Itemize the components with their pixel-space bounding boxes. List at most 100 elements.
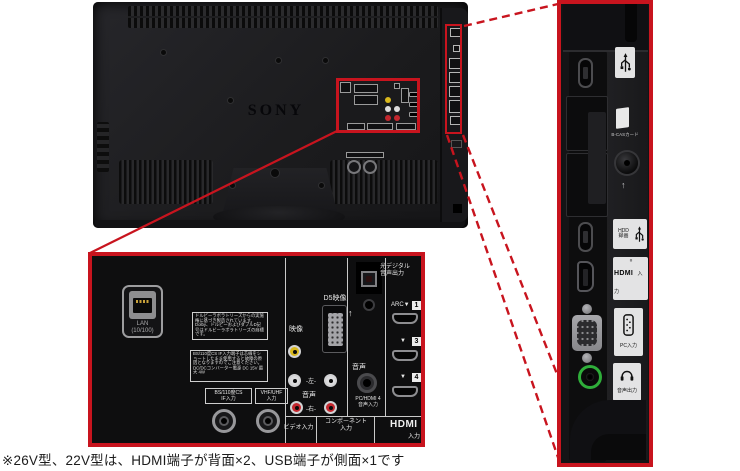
vga-icon <box>623 314 634 336</box>
antenna-jack-mini <box>347 160 361 174</box>
bottom-left-vents <box>119 160 213 204</box>
service-hole <box>365 301 373 309</box>
headphone-jack <box>581 368 599 386</box>
hdd-rec-label: HDD録画 <box>618 227 629 239</box>
left-channel-label: -左- <box>306 379 316 385</box>
audio-right-jack <box>324 401 337 414</box>
pc-hdmi4-audio-jack <box>357 373 377 393</box>
bs-cs-input-label: BS/110度CS IF入力 <box>205 388 252 404</box>
side-panel-detail: B-CASカード ↑ HDD録画 HDMI 入力 <box>557 0 653 467</box>
divider <box>316 416 317 443</box>
optical-out-label: 光デジタル 音声出力 <box>380 264 410 277</box>
lan-port-mini <box>340 82 351 93</box>
hdmi1-arc-label: ARC▼ <box>391 302 410 308</box>
composite-video-jack <box>288 345 301 358</box>
vhf-uhf-antenna-jack <box>256 409 280 433</box>
component-input-label: コンポーネント 入力 <box>324 419 367 432</box>
divider <box>285 416 421 417</box>
audio-right-jack-mini <box>394 115 400 121</box>
hdmi4-number: 4 <box>412 373 421 382</box>
brand-logo: SONY <box>247 102 305 119</box>
label-strip-mini <box>367 123 393 130</box>
dolby-notice: ドルビーラボラトリーズからの実施権に基づき製造されています。Dolby、ドルビー… <box>192 312 268 340</box>
up-arrow: ↑ <box>621 180 626 190</box>
vhf-uhf-input-label: VHF/UHF 入力 <box>255 388 288 404</box>
hdmi3-number: 3 <box>412 337 421 346</box>
video-jack-mini <box>385 97 391 103</box>
usb-port <box>578 58 593 88</box>
hdmi-input-label: 入力 <box>408 434 421 440</box>
hdmi3-port <box>392 350 418 361</box>
usb-label <box>615 47 635 78</box>
hdmi-input-label-box: HDMI 入力 <box>613 257 648 300</box>
hdmi-logo: HDMI <box>614 270 634 277</box>
hdmi-plug-icon <box>629 259 632 262</box>
bcas-label: B-CASカード <box>611 132 639 137</box>
side-label-mini <box>453 45 460 52</box>
bottom-bezel <box>95 220 465 228</box>
audio-left-jack <box>288 374 301 387</box>
top-bezel <box>563 4 648 52</box>
hdmi4-label: ▼ <box>400 374 406 380</box>
up-arrow: ↑ <box>348 308 353 318</box>
lan-label: LAN (10/100) <box>131 321 154 334</box>
side-callout-box <box>445 24 462 134</box>
vga-screw <box>582 353 592 363</box>
vesa-screw <box>323 58 328 63</box>
pc-vga-port <box>572 315 602 351</box>
label-strip-mini <box>347 123 365 130</box>
vesa-screw <box>161 50 166 55</box>
footnote-caption: ※26V型、22V型は、HDMI端子が背面×2、USB端子が側面×1です <box>2 453 405 468</box>
bcas-card-icon <box>616 107 629 129</box>
bottom-bezel-inner <box>591 434 646 460</box>
vesa-screw <box>276 58 281 63</box>
audio-left-jack <box>324 374 337 387</box>
divider <box>374 416 375 443</box>
d5-port-mini <box>401 88 409 103</box>
hdmi4-port <box>392 386 418 397</box>
audio-right-jack-mini <box>385 115 391 121</box>
side-label-mini <box>451 140 462 148</box>
audio-out-label-box: 音声出力 <box>613 363 641 401</box>
video-input-label: ビデオ入力 <box>283 425 314 431</box>
audio-label: 音声 <box>352 364 366 371</box>
hdmi1-port <box>392 313 418 324</box>
power-inlet-mini <box>453 204 462 213</box>
pc-input-label: PC入力 <box>620 343 637 350</box>
pc-input-label-box: PC入力 <box>614 308 643 356</box>
bcas-slot-ridge <box>588 112 606 204</box>
right-channel-label: -右- <box>306 407 316 413</box>
tv-back-view: SONY <box>93 2 468 228</box>
audio-left-jack-mini <box>394 106 400 112</box>
headphone-icon <box>620 370 634 381</box>
antenna-label-mini <box>346 152 384 158</box>
usb-icon <box>620 52 631 72</box>
divider <box>385 258 386 416</box>
top-vents <box>128 6 438 28</box>
vesa-screw <box>228 98 233 103</box>
power-notice: BS/110度CS IF入力端子は芯線をショートしたまま使用すると故障の原因とな… <box>190 350 268 382</box>
bcas-eject-button <box>616 152 638 174</box>
optical-out-port <box>356 262 382 294</box>
stand-screw <box>271 169 279 177</box>
divider <box>347 258 348 416</box>
lan-port: LAN (10/100) <box>122 285 163 338</box>
hdmi-input-label: 入力 <box>614 271 643 295</box>
audio-out-label: 音声出力 <box>616 388 637 395</box>
stand-screw <box>230 183 235 188</box>
hdmi3-label: ▼ <box>400 338 406 344</box>
usb-hdd-port <box>578 222 593 252</box>
audio-label: 音声 <box>302 392 316 399</box>
label-strip-mini <box>396 123 416 130</box>
vga-screw <box>582 304 592 314</box>
hdmi-logo: HDMI <box>390 419 418 430</box>
left-edge-vents <box>97 122 109 172</box>
hdmi1-number: 1 <box>412 301 421 310</box>
pc-hdmi4-audio-label: PC/HDMI 4 音声入力 <box>355 396 381 408</box>
usb-icon <box>635 225 644 242</box>
d5-label: D5映像 <box>323 295 347 302</box>
video-label: 映像 <box>289 326 303 333</box>
audio-right-jack <box>290 401 303 414</box>
d5-video-port <box>322 305 347 353</box>
